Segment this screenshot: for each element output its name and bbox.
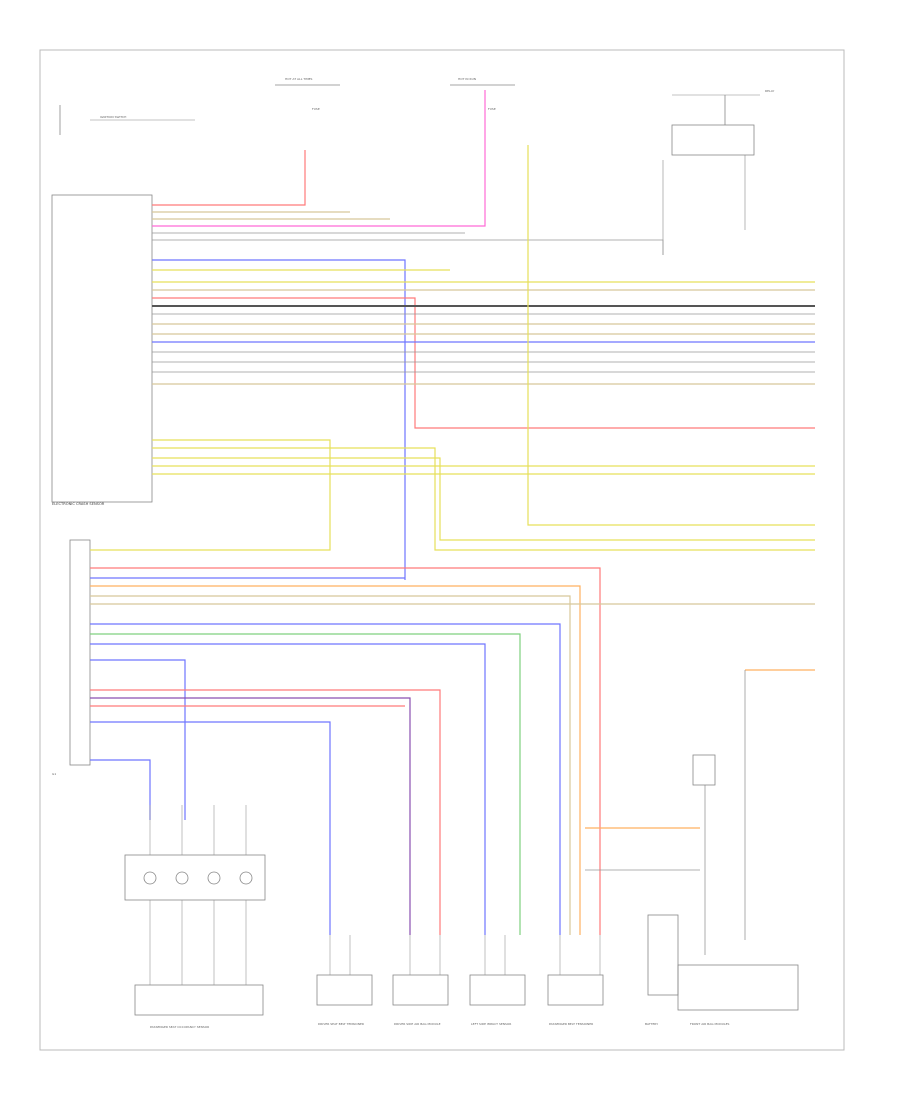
sensor-circle-1 <box>143 871 157 885</box>
wire-trace-21 <box>90 439 331 551</box>
sensor-circle-2 <box>175 871 189 885</box>
comp-4-box <box>547 974 604 1006</box>
wire-trace-31 <box>90 623 561 935</box>
sensor-lower-box <box>134 984 264 1016</box>
comp-3-label: LEFT SIDE IMPACT SENSOR <box>471 1022 511 1026</box>
second-connector-box <box>69 539 91 766</box>
comp-3-box <box>469 974 526 1006</box>
wire-trace-0 <box>152 150 306 206</box>
wire-trace-20 <box>527 145 815 526</box>
wire-group <box>90 90 815 985</box>
comp-6-label: FRONT AIR BAG MODULES <box>690 1022 730 1026</box>
wire-trace-3 <box>152 90 486 227</box>
relay-box <box>671 124 755 156</box>
wire-trace-38 <box>90 721 331 935</box>
battery-box <box>647 914 679 996</box>
front-modules-box <box>677 964 799 1011</box>
wire-trace-6 <box>152 259 406 580</box>
sensor-block-box <box>124 854 266 901</box>
wire-trace-33 <box>90 643 486 935</box>
comp-1-label: DRIVER SEAT BELT TENSIONER <box>318 1022 364 1026</box>
sensor-circle-3 <box>207 871 221 885</box>
top-fuse-b-label: HOT IN RUN <box>458 77 476 81</box>
wire-trace-34 <box>90 659 186 820</box>
main-module-box <box>51 194 153 503</box>
comp-5-label: BATTERY <box>645 1022 658 1026</box>
comp-1-box <box>316 974 373 1006</box>
bottom-components: PASSENGER SEAT OCCUPANCY SENSOR DRIVER S… <box>124 754 799 1029</box>
top-fuse-a-label: HOT AT ALL TIMES <box>285 77 313 81</box>
relay-label: RELAY <box>765 89 775 93</box>
main-module: ELECTRONIC CRASH SENSOR <box>51 194 153 506</box>
fuse-2-label: FUSE <box>488 107 496 111</box>
main-module-label: ELECTRONIC CRASH SENSOR <box>52 502 105 506</box>
comp-4-label: PASSENGER BELT TENSIONER <box>549 1022 593 1026</box>
wire-trace-32 <box>90 633 521 935</box>
wire-trace-29 <box>90 595 571 935</box>
module-ground-label: G1 <box>52 772 56 776</box>
comp-2-label: DRIVER SIDE AIR BAG MODULE <box>394 1022 441 1026</box>
diagram-frame <box>39 49 845 1051</box>
comp-2-box <box>392 974 449 1006</box>
wire-trace-36 <box>90 697 411 935</box>
wire-trace-35 <box>90 689 441 935</box>
wire-trace-5 <box>152 239 664 255</box>
wire-trace-23 <box>152 457 815 541</box>
wire-trace-10 <box>152 297 815 429</box>
sensor-block-label: PASSENGER SEAT OCCUPANCY SENSOR <box>150 1025 209 1029</box>
wire-trace-22 <box>152 447 815 551</box>
fuse-1-label: FUSE <box>312 107 320 111</box>
wire-trace-39 <box>90 759 151 820</box>
top-fuse-area: HOT AT ALL TIMES HOT IN RUN FUSE FUSE IG… <box>59 77 775 255</box>
wire-trace-26 <box>90 567 601 935</box>
wire-trace-28 <box>90 585 581 935</box>
switch-label: IGNITION SWITCH <box>100 115 126 119</box>
top-right-sensor-box <box>692 754 716 786</box>
sensor-circle-4 <box>239 871 253 885</box>
